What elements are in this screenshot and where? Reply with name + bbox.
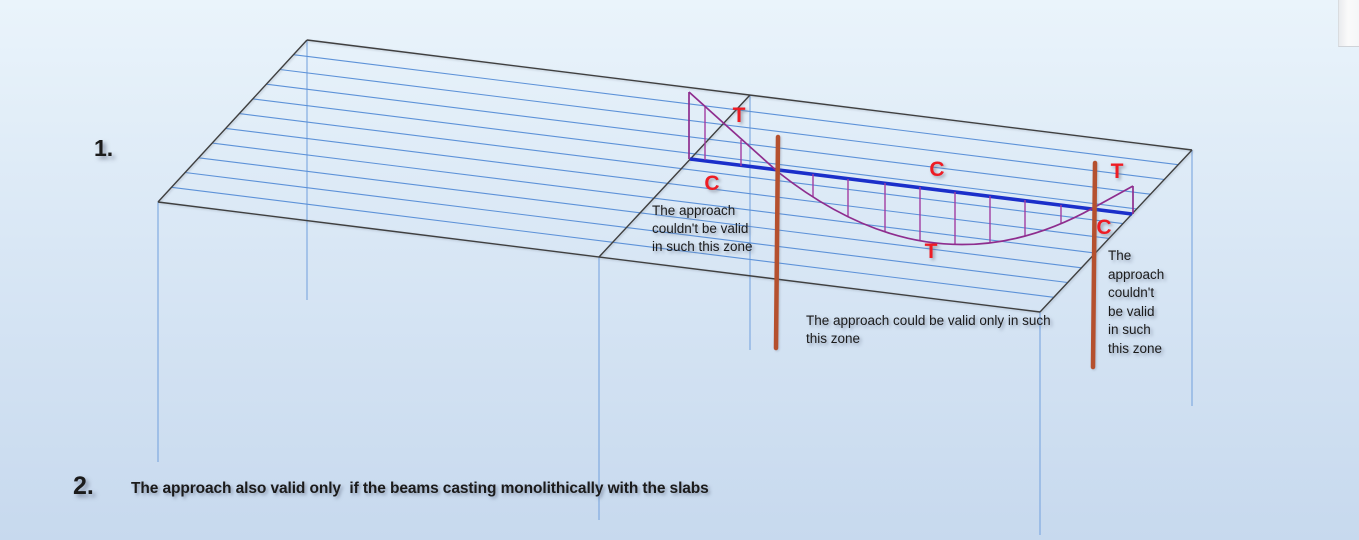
tension-label-mid: T [924,240,938,263]
item-number-2: 2. [73,472,94,500]
column-lines [157,40,1193,535]
annotation-mid-zone: The approach could be valid only in such… [806,313,1051,346]
compression-label-mid: C [929,158,945,181]
slab-left-edge [157,39,308,203]
tension-label-left: T [732,104,746,127]
statement-beams-monolithic: The approach also valid only if the beam… [131,480,709,497]
annotation-right-zone: The approach couldn't be valid in such t… [1108,248,1165,356]
moment-sagging-curve [777,171,1094,246]
inflection-bars [773,134,1098,370]
compression-label-right: C [1096,216,1112,239]
beam-line [689,157,1133,216]
slab-outline [157,39,1193,313]
slab-right-edge [1039,149,1193,313]
item-number-1: 1. [94,135,114,161]
moment-hogging-left [688,91,779,173]
scrollbar-fragment[interactable] [1338,0,1359,47]
compression-label-left: C [704,172,720,195]
annotation-left-zone: The approach couldn't be valid in such t… [652,203,753,254]
moment-hatching [704,107,1062,244]
inflection-bar-left [773,134,781,351]
bending-moment-diagram [688,91,1134,246]
slab-mid-support-line [598,94,751,258]
moment-hogging-right [1092,185,1134,209]
tension-label-right: T [1110,160,1124,183]
inflection-bar-right [1090,160,1098,370]
